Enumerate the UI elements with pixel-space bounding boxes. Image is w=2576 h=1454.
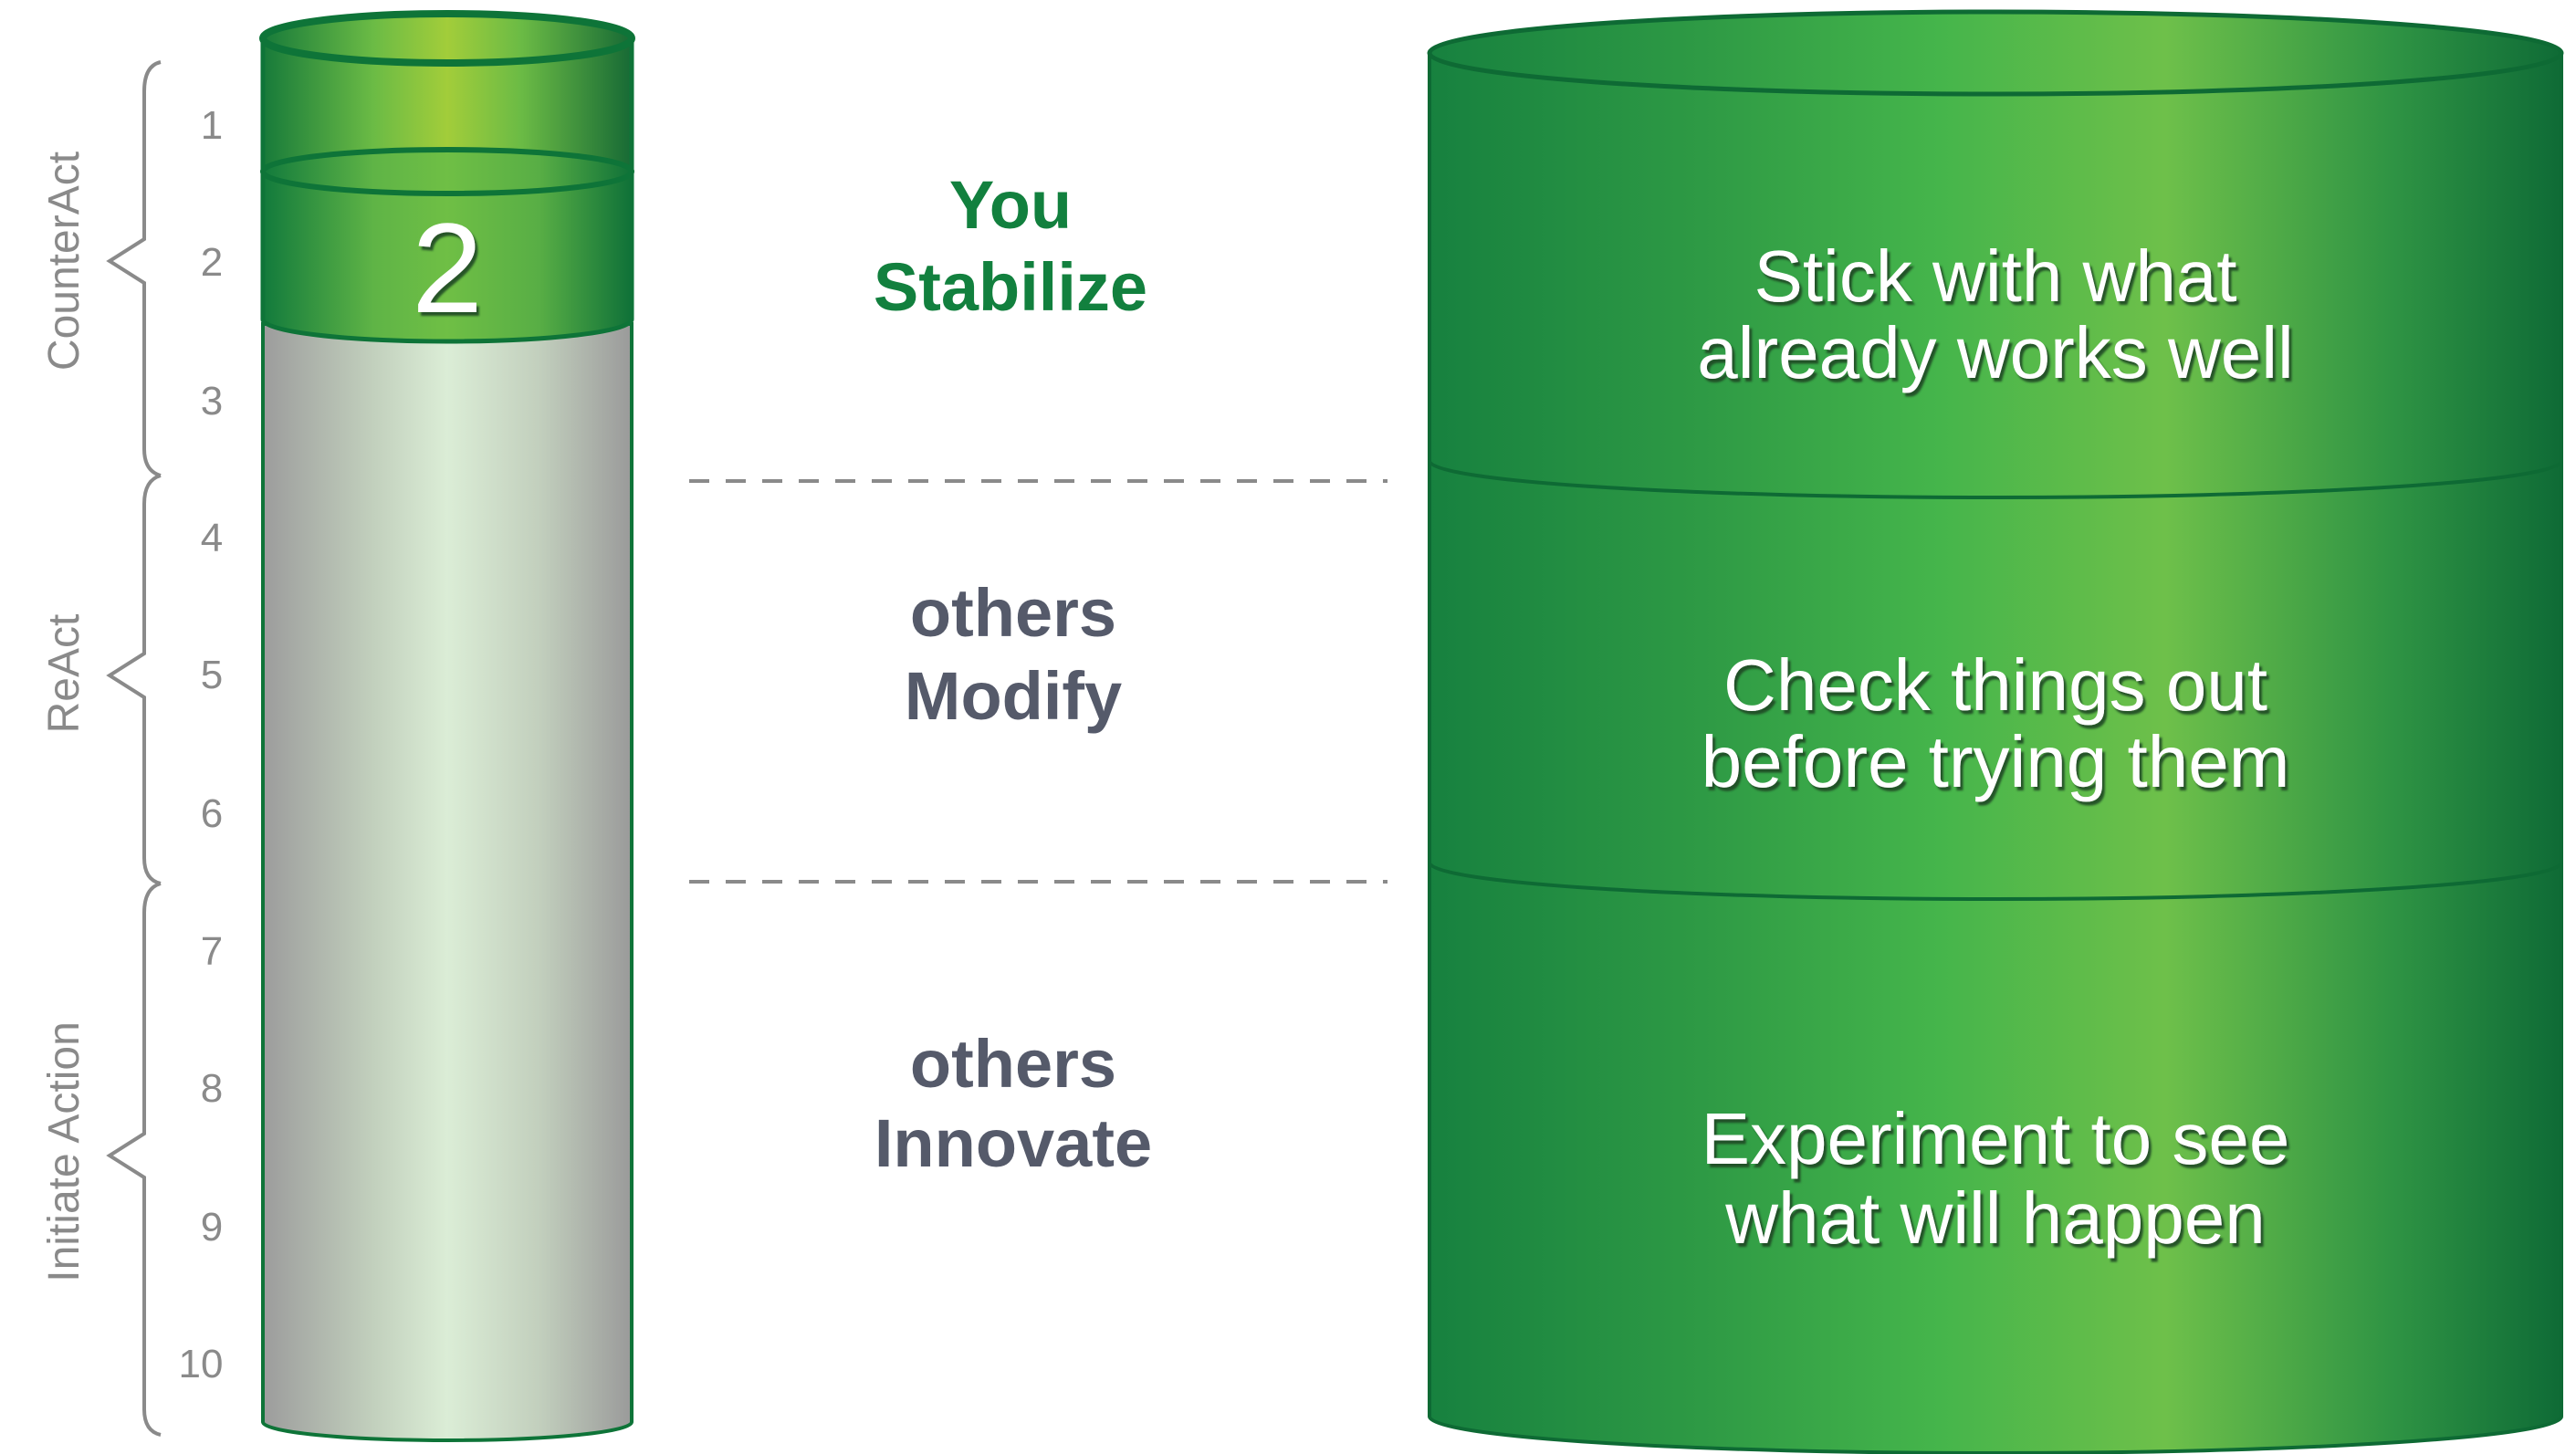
gauge-top-section <box>263 38 632 172</box>
section-divider <box>1428 862 2563 901</box>
gauge-cylinder: 2 <box>259 10 635 1442</box>
scale-number: 9 <box>201 1205 223 1250</box>
behavior-modify-line1: Check things out <box>1723 644 2267 726</box>
scale-number: 5 <box>201 653 223 697</box>
scale-number: 4 <box>201 516 223 560</box>
brace-react <box>106 474 162 885</box>
middle-label-you: You <box>949 167 1072 243</box>
group-label-counteract: CounterAct <box>40 152 89 371</box>
behavior-stabilize-line2: already works well <box>1697 312 2294 393</box>
middle-label-stabilize: Stabilize <box>874 249 1147 325</box>
scale-numbers: 1 2 3 4 5 6 7 8 9 10 <box>179 103 224 1386</box>
scale-number: 6 <box>201 791 223 836</box>
scale-number: 10 <box>179 1342 224 1386</box>
scale-number: 7 <box>201 929 223 974</box>
gauge-empty-section <box>261 322 634 1442</box>
gauge-fill-surface <box>260 147 634 196</box>
scale-number: 2 <box>201 240 223 285</box>
group-label-react: ReAct <box>40 614 89 734</box>
middle-label-modify: Modify <box>905 658 1122 734</box>
behavior-stabilize-line1: Stick with what <box>1754 235 2236 317</box>
behavior-modify-line2: before trying them <box>1702 721 2290 802</box>
gauge-fill-section <box>260 169 634 344</box>
cylinder-top <box>1427 9 2564 97</box>
section-divider <box>1428 460 2563 499</box>
behavior-innovate-line1: Experiment to see <box>1702 1098 2290 1179</box>
scale-number: 1 <box>201 103 223 148</box>
brace-initiate-action <box>106 882 162 1437</box>
gauge-value: 2 <box>412 196 483 340</box>
scale-number: 3 <box>201 379 223 424</box>
behavior-cylinder: Stick with what already works well Check… <box>1427 9 2564 1454</box>
gauge-top-rim <box>259 10 635 67</box>
middle-label-others: others <box>910 1026 1116 1102</box>
group-label-initiate-action: Initiate Action <box>40 1021 89 1282</box>
scale-number: 8 <box>201 1066 223 1111</box>
behavior-innovate-line2: what will happen <box>1724 1177 2265 1259</box>
brace-counteract <box>106 60 162 477</box>
middle-label-others: others <box>910 575 1116 651</box>
middle-label-innovate: Innovate <box>874 1105 1152 1181</box>
